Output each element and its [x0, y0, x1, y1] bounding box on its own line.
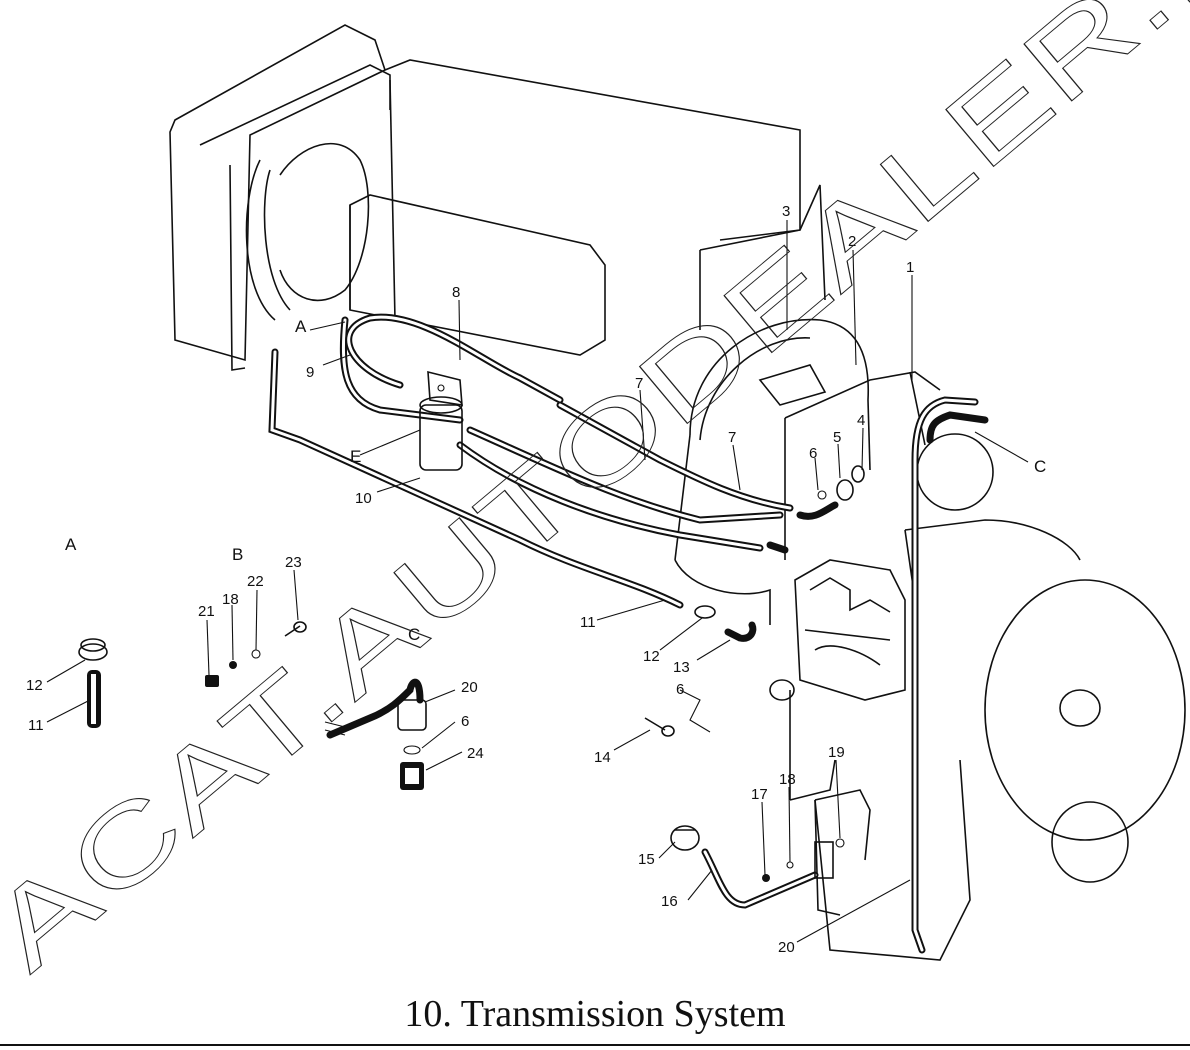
page-caption: 10. Transmission System	[404, 993, 786, 1035]
detail-leader	[679, 689, 711, 733]
callout-17: 17	[751, 786, 768, 803]
hose-9	[339, 316, 464, 424]
callout-22: 22	[247, 573, 264, 590]
callout-2: 2	[848, 233, 856, 250]
valve-fittings	[766, 465, 865, 554]
callout-9: 9	[306, 364, 314, 381]
callout-11: 11	[28, 717, 44, 734]
callout-12: 12	[643, 648, 660, 665]
callout-6: 6	[676, 681, 684, 698]
callout-3: 3	[782, 203, 790, 220]
callout-8: 8	[452, 284, 460, 301]
watermark-text: ACAT.AUTODEALER.RU	[0, 0, 1190, 993]
callout-18: 18	[222, 591, 239, 608]
detail-label-a: A	[65, 535, 77, 554]
callout-15: 15	[638, 851, 655, 868]
watermark: ACAT.AUTODEALER.RU	[0, 0, 1190, 993]
callout-6: 6	[461, 713, 469, 730]
hose-20	[911, 396, 989, 954]
oil-filter	[419, 370, 463, 471]
callout-10: 10	[355, 490, 372, 507]
detail-c	[324, 678, 427, 790]
callout-20: 20	[778, 939, 795, 956]
hose-8	[345, 313, 564, 404]
callout-1: 1	[906, 259, 914, 276]
callout-16: 16	[661, 893, 678, 910]
breather-assembly	[670, 825, 845, 909]
callout-7: 7	[635, 375, 643, 392]
transmission-housing	[674, 318, 1186, 961]
bottom-rule	[0, 1044, 1190, 1046]
view-label-c: C	[1034, 457, 1046, 476]
detail-b	[205, 621, 307, 687]
detail-label-b: B	[232, 545, 243, 564]
engine-block	[349, 59, 826, 356]
view-label-a: A	[295, 317, 307, 336]
callout-4: 4	[857, 412, 865, 429]
leader-lines	[46, 220, 1029, 943]
callout-6: 6	[809, 445, 817, 462]
radiator	[169, 24, 391, 371]
plug-14	[644, 717, 675, 737]
callout-21: 21	[198, 603, 215, 620]
callout-14: 14	[594, 749, 611, 766]
hose-11	[268, 348, 684, 609]
callout-11: 11	[580, 614, 596, 631]
detail-label-c: C	[408, 625, 420, 644]
clamp-12	[694, 605, 716, 619]
callouts: 3 2 1 4 5 6 7 7 8 9 10 11 12 13 6 14 12 …	[26, 203, 1046, 956]
callout-20: 20	[461, 679, 478, 696]
callout-5: 5	[833, 429, 841, 446]
callout-24: 24	[467, 745, 484, 762]
callout-7: 7	[728, 429, 736, 446]
view-label-e: E	[350, 447, 361, 466]
callout-19: 19	[828, 744, 845, 761]
detail-a	[78, 638, 108, 728]
hose-7	[456, 401, 794, 552]
callout-12: 12	[26, 677, 43, 694]
callout-23: 23	[285, 554, 302, 571]
callout-13: 13	[673, 659, 690, 676]
callout-18: 18	[779, 771, 796, 788]
elbow-13	[724, 621, 757, 642]
